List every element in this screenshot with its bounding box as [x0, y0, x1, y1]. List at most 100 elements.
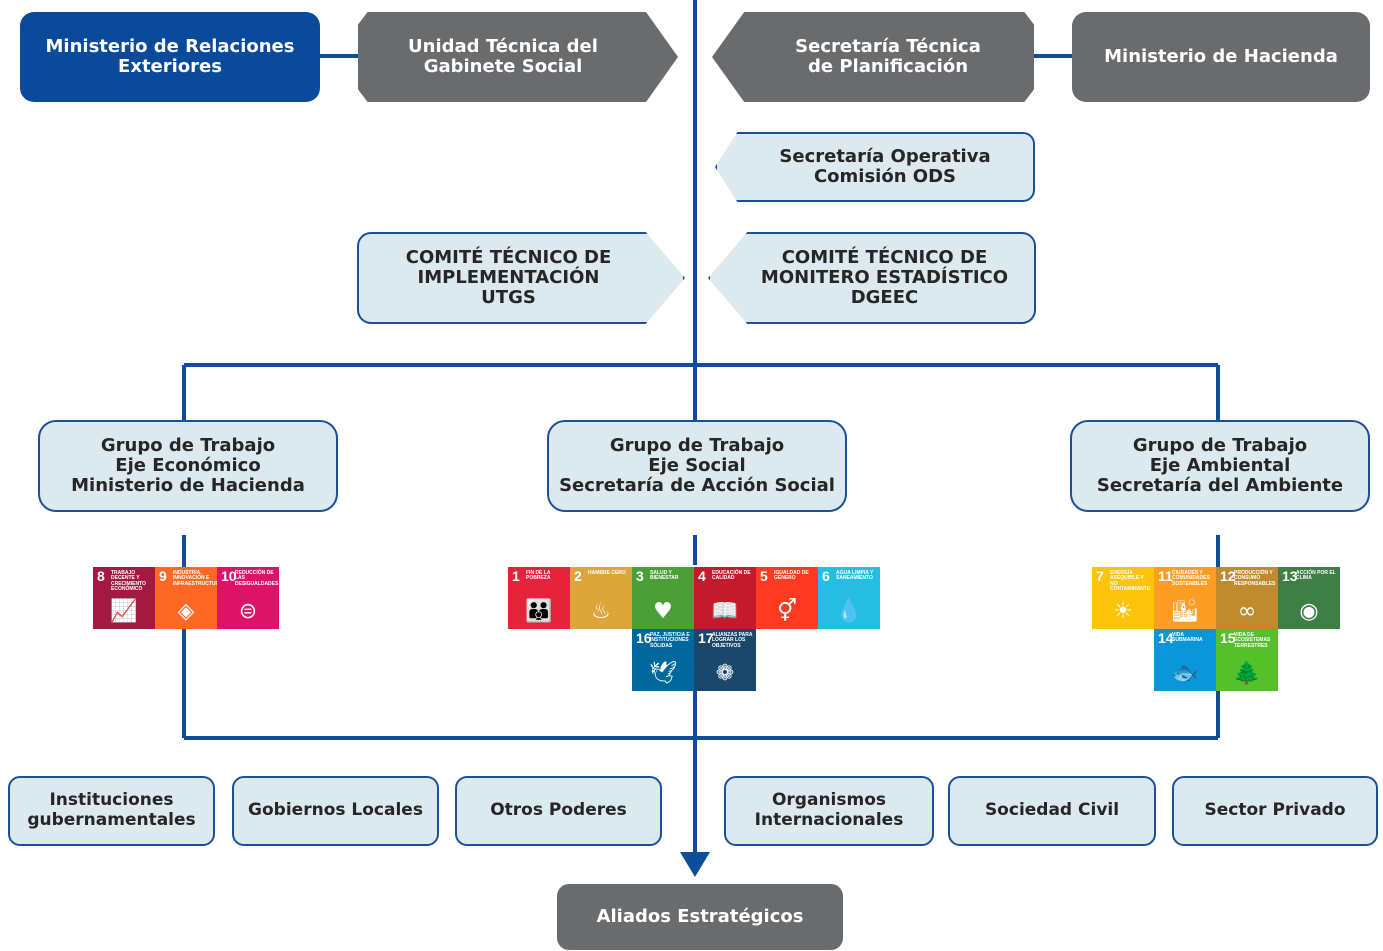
ministerio-relaciones-box: Ministerio de Relaciones Exteriores — [20, 12, 320, 102]
sdg-7-tile: 7 ENERGÍA ASEQUIBLE Y NO CONTAMINANTE ☀ — [1092, 567, 1154, 629]
sdg-title: TRABAJO DECENTE Y CRECIMIENTO ECONÓMICO — [111, 570, 146, 592]
comite-monitoreo-label: COMITÉ TÉCNICO DE MONITERO ESTADÍSTICO D… — [760, 246, 1009, 309]
sdg-title: AGUA LIMPIA Y SANEAMIENTO — [836, 570, 874, 582]
sdg-title: ALIANZAS PARA LOGRAR LOS OBJETIVOS — [712, 632, 753, 649]
aliados-estrategicos-label: Aliados Estratégicos — [596, 905, 804, 927]
sun-icon: ☀ — [1113, 599, 1133, 624]
sdg-title: CIUDADES Y COMUNIDADES SOSTENIBLES — [1172, 570, 1210, 587]
aliado-sociedad-civil-box: Sociedad Civil — [948, 776, 1156, 846]
sdg-number: 2 — [574, 568, 582, 584]
grupo-ambiental-box: Grupo de Trabajo Eje Ambiental Secretarí… — [1070, 420, 1370, 512]
sdg-number: 17 — [698, 630, 714, 646]
grupo-social-label: Grupo de Trabajo Eje Social Secretaría d… — [559, 434, 835, 497]
sdg-number: 9 — [159, 568, 167, 584]
sdg-number: 4 — [698, 568, 706, 584]
secretaria-planificacion-box: Secretaría Técnica de Planificación — [712, 12, 1034, 102]
sdg-6-tile: 6 AGUA LIMPIA Y SANEAMIENTO 💧 — [818, 567, 880, 629]
secretaria-planificacion-label: Secretaría Técnica de Planificación — [795, 35, 981, 77]
sdg-number: 15 — [1220, 630, 1236, 646]
sdg-4-tile: 4 EDUCACIÓN DE CALIDAD 📖 — [694, 567, 756, 629]
rings-icon: ❁ — [715, 661, 735, 686]
city-icon: 🏙 — [1171, 599, 1199, 624]
aliado-instituciones-box: Instituciones gubernamentales — [8, 776, 215, 846]
heartbeat-icon: ♥ — [653, 599, 673, 624]
unidad-tecnica-box: Unidad Técnica del Gabinete Social — [358, 12, 678, 102]
ministerio-hacienda-label: Ministerio de Hacienda — [1104, 45, 1338, 67]
sdg-number: 8 — [97, 568, 105, 584]
aliados-arrow-head — [680, 852, 710, 877]
grupo-economico-box: Grupo de Trabajo Eje Económico Ministeri… — [38, 420, 338, 512]
ministerio-hacienda-box: Ministerio de Hacienda — [1072, 12, 1370, 102]
grupo-social-box: Grupo de Trabajo Eje Social Secretaría d… — [547, 420, 847, 512]
sdg-number: 12 — [1220, 568, 1236, 584]
chart-icon: 📈 — [110, 599, 138, 624]
sdg-number: 1 — [512, 568, 520, 584]
aliado-organismos-label: Organismos Internacionales — [754, 790, 904, 830]
ministerio-relaciones-label: Ministerio de Relaciones Exteriores — [45, 35, 295, 77]
sdg-title: VIDA SUBMARINA — [1172, 632, 1203, 644]
sdg-title: ENERGÍA ASEQUIBLE Y NO CONTAMINANTE — [1110, 570, 1151, 592]
gender-icon: ⚥ — [777, 599, 797, 624]
sdg-number: 14 — [1158, 630, 1174, 646]
sdg-title: EDUCACIÓN DE CALIDAD — [712, 570, 751, 582]
aliado-sociedad-civil-label: Sociedad Civil — [984, 800, 1120, 821]
sdg-title: SALUD Y BIENESTAR — [650, 570, 679, 582]
sdg-number: 7 — [1096, 568, 1104, 584]
sdg-number: 11 — [1158, 568, 1173, 584]
sdg-3-tile: 3 SALUD Y BIENESTAR ♥ — [632, 567, 694, 629]
sdg-title: PRODUCCIÓN Y CONSUMO RESPONSABLES — [1234, 570, 1276, 587]
aliado-instituciones-label: Instituciones gubernamentales — [27, 790, 196, 830]
aliado-sector-privado-box: Sector Privado — [1172, 776, 1378, 846]
tree-icon: 🌲 — [1233, 661, 1261, 686]
secretaria-operativa-label: Secretaría Operativa Comisión ODS — [779, 145, 991, 187]
sdg-8-tile: 8 TRABAJO DECENTE Y CRECIMIENTO ECONÓMICO… — [93, 567, 155, 629]
sdg-title: ACCIÓN POR EL CLIMA — [1296, 570, 1336, 582]
aliados-estrategicos-box: Aliados Estratégicos — [557, 884, 843, 950]
sdg-number: 5 — [760, 568, 768, 584]
sdg-1-tile: 1 FIN DE LA POBREZA 👪 — [508, 567, 570, 629]
sdg-ribbon-economico: 8 TRABAJO DECENTE Y CRECIMIENTO ECONÓMICO… — [93, 567, 465, 629]
eye-globe-icon: ◉ — [1299, 599, 1319, 624]
aliado-otros-poderes-label: Otros Poderes — [490, 800, 627, 821]
sdg-number: 13 — [1282, 568, 1298, 584]
infinity-icon: ∞ — [1237, 599, 1257, 624]
sdg-title: PAZ, JUSTICIA E INSTITUCIONES SÓLIDAS — [650, 632, 690, 649]
aliado-gobiernos-locales-label: Gobiernos Locales — [248, 800, 423, 821]
aliado-otros-poderes-box: Otros Poderes — [455, 776, 662, 846]
grupo-economico-label: Grupo de Trabajo Eje Económico Ministeri… — [71, 434, 305, 497]
fish-icon: 🐟 — [1171, 661, 1199, 686]
aliado-organismos-box: Organismos Internacionales — [724, 776, 934, 846]
sdg-number: 3 — [636, 568, 644, 584]
grupo-ambiental-label: Grupo de Trabajo Eje Ambiental Secretarí… — [1096, 434, 1344, 497]
book-icon: 📖 — [711, 599, 739, 624]
equality-icon: ⊜ — [238, 599, 258, 624]
dove-icon: 🕊 — [649, 661, 677, 686]
sdg-title: REDUCCIÓN DE LAS DESIGUALDADES — [235, 570, 279, 587]
sdg-title: FIN DE LA POBREZA — [526, 570, 551, 582]
sdg-title: HAMBRE CERO — [588, 570, 626, 576]
sdg-title: VIDA DE ECOSISTEMAS TERRESTRES — [1234, 632, 1271, 649]
aliado-sector-privado-label: Sector Privado — [1204, 800, 1346, 821]
secretaria-operativa-box: Secretaría Operativa Comisión ODS — [715, 132, 1035, 202]
family-icon: 👪 — [525, 599, 553, 624]
comite-implementacion-box: COMITÉ TÉCNICO DE IMPLEMENTACIÓN UTGS — [357, 232, 685, 324]
unidad-tecnica-label: Unidad Técnica del Gabinete Social — [408, 35, 598, 77]
sdg-number: 6 — [822, 568, 830, 584]
sdg-title: INDUSTRIA, INNOVACIÓN E INFRAESTRUCTURA — [173, 570, 217, 587]
comite-monitoreo-box: COMITÉ TÉCNICO DE MONITERO ESTADÍSTICO D… — [708, 232, 1036, 324]
cubes-icon: ◈ — [177, 599, 195, 624]
water-icon: 💧 — [835, 599, 863, 624]
aliado-gobiernos-locales-box: Gobiernos Locales — [232, 776, 439, 846]
